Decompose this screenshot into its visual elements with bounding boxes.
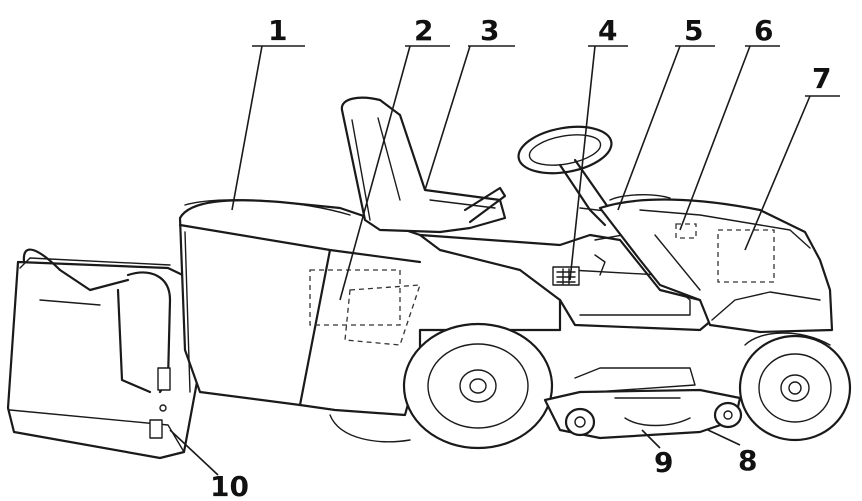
- label-area-hood: [717, 229, 775, 283]
- callout-3: 3: [480, 14, 499, 47]
- callout-10: 10: [210, 470, 249, 501]
- callout-4: 4: [598, 14, 617, 47]
- rear-wheel: [329, 322, 554, 450]
- leader-lines: [169, 45, 840, 476]
- callout-5: 5: [684, 14, 703, 47]
- callout-2: 2: [414, 14, 433, 47]
- label-area-left: [309, 269, 401, 326]
- label-area-body: [344, 284, 421, 346]
- callout-6: 6: [754, 14, 773, 47]
- front-hood: [598, 193, 834, 334]
- steering-wheel: [517, 125, 651, 241]
- mower-deck: [543, 367, 743, 440]
- callout-7: 7: [812, 62, 831, 95]
- callout-1: 1: [268, 14, 287, 47]
- front-wheel: [738, 332, 852, 442]
- callout-8: 8: [738, 444, 757, 477]
- central-chassis: [418, 233, 714, 332]
- rear-fender-body: [178, 199, 562, 417]
- grass-collector-bag: [6, 248, 216, 460]
- callout-9: 9: [654, 446, 673, 479]
- operator-seat: [340, 96, 507, 234]
- label-area-hood-small: [675, 223, 697, 239]
